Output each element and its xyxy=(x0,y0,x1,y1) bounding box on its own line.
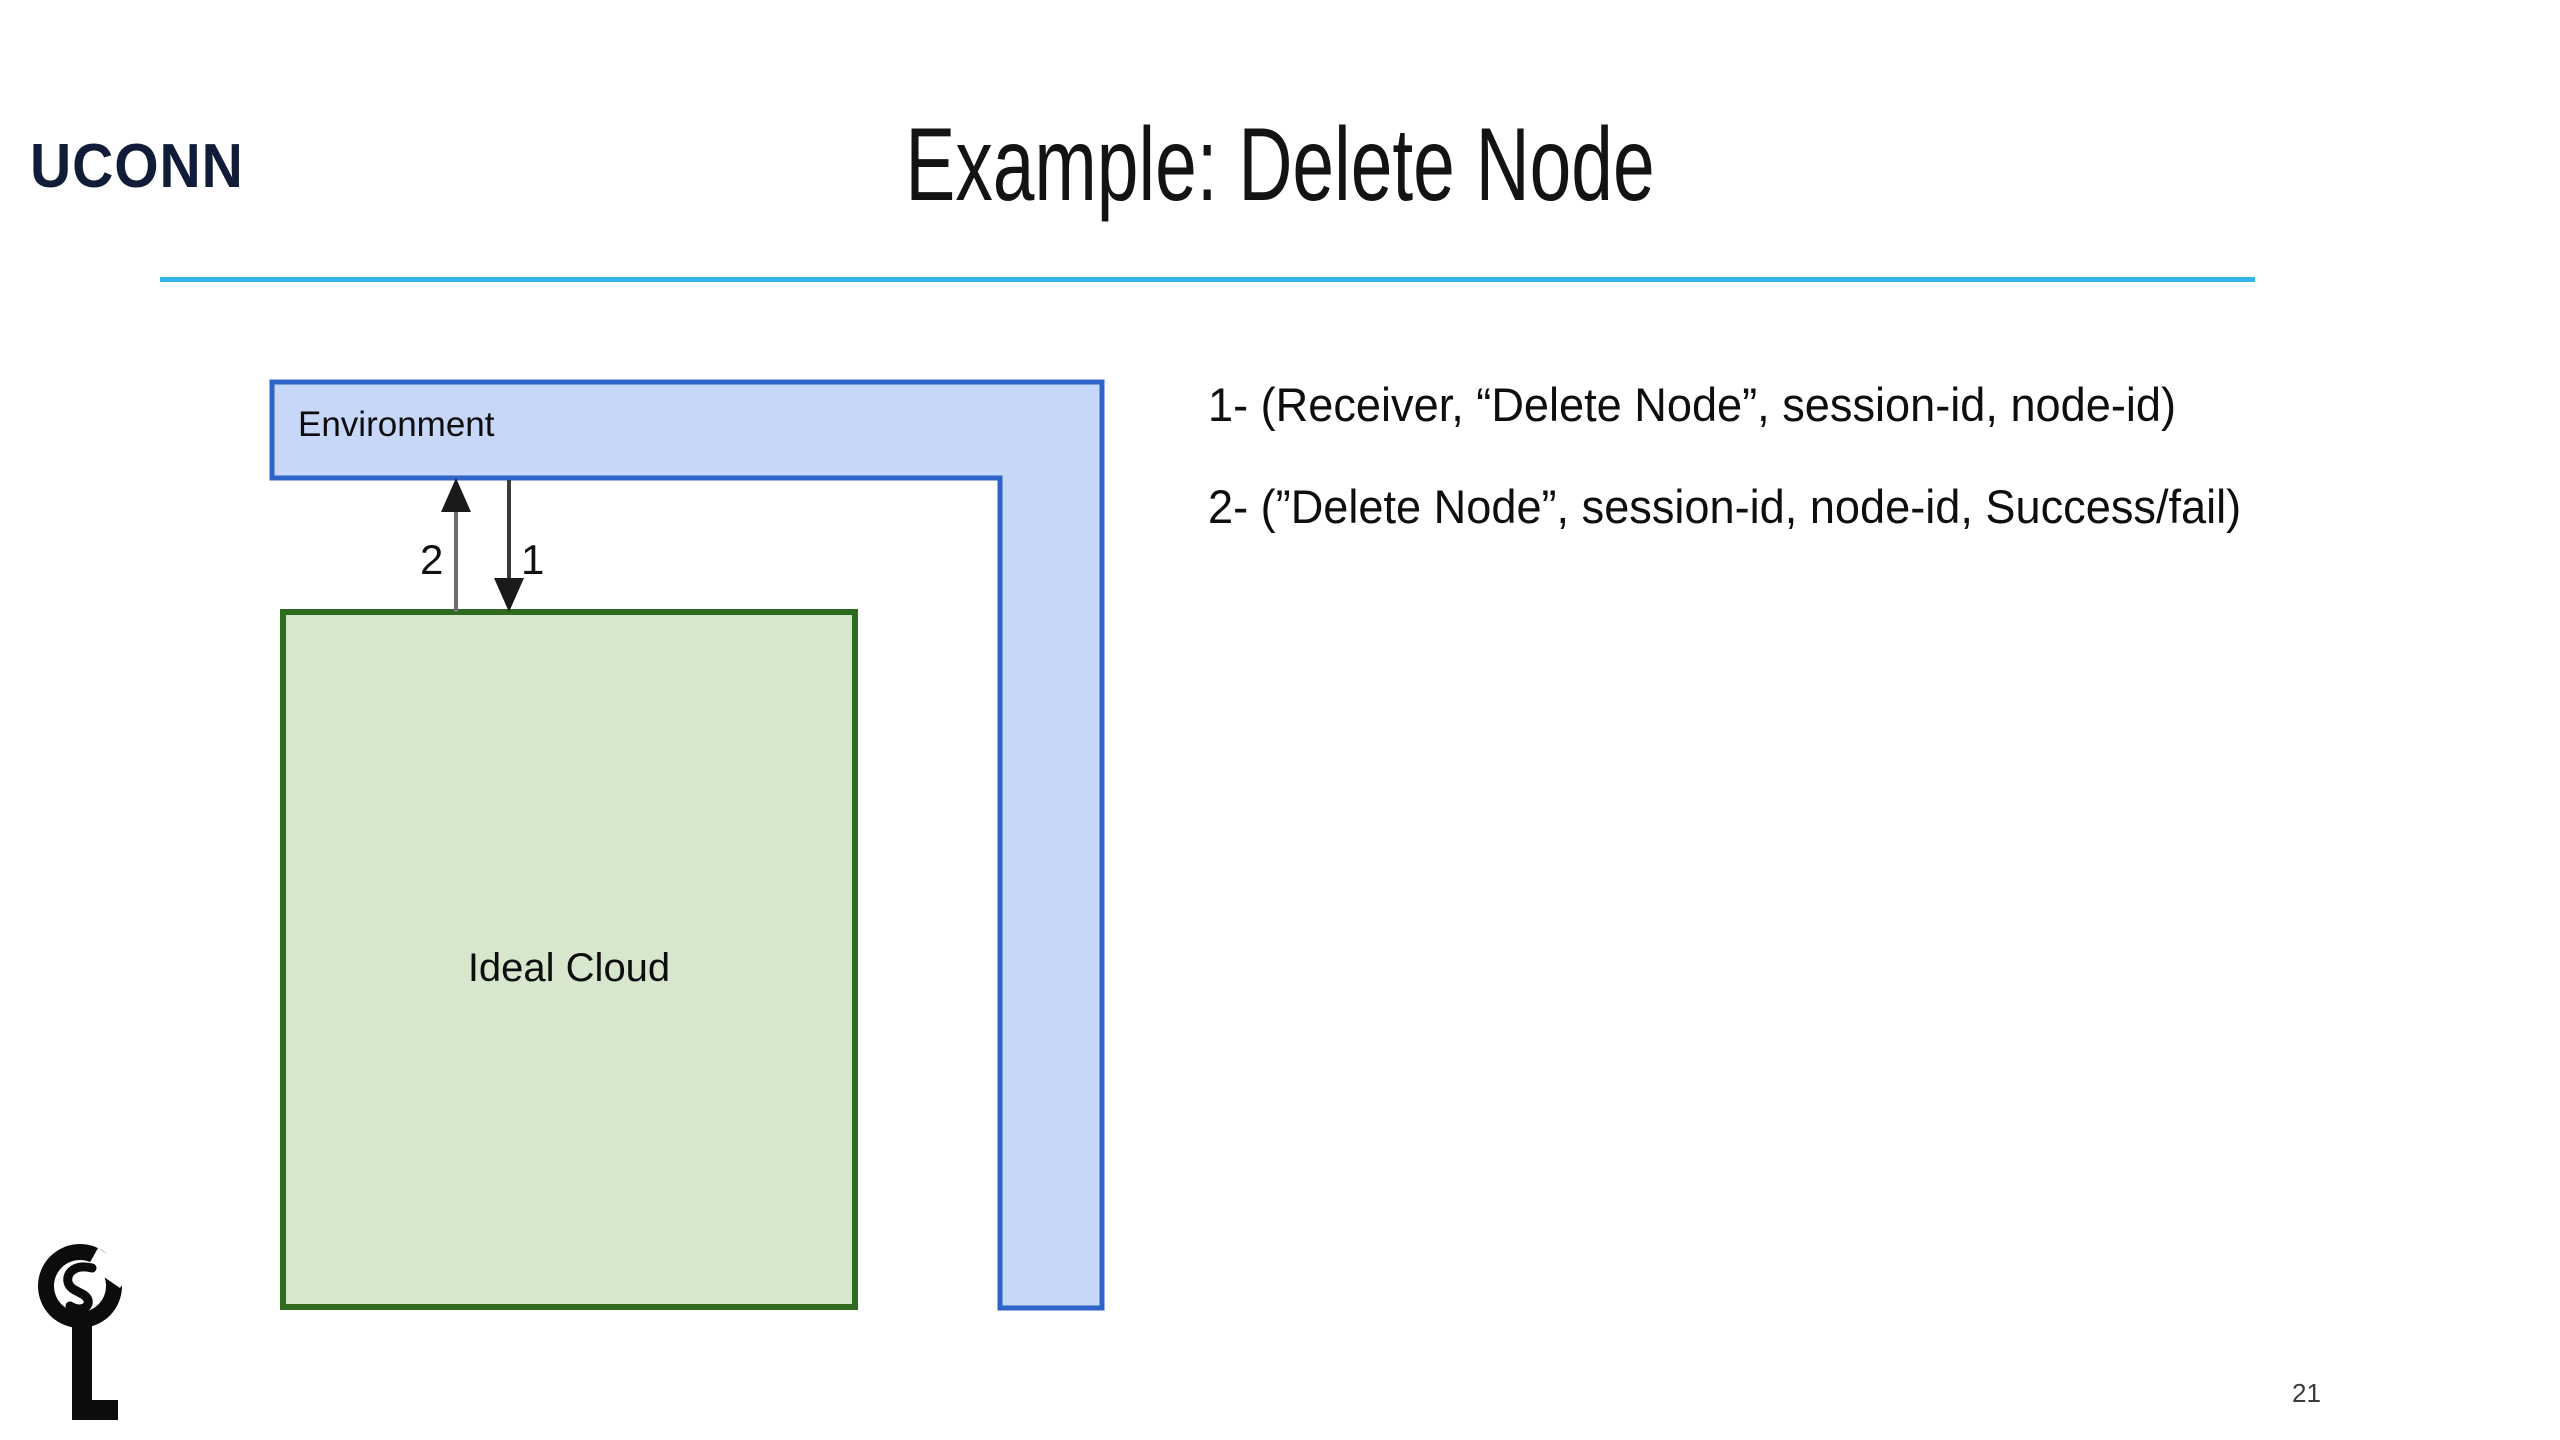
message-list: 1- (Receiver, “Delete Node”, session-id,… xyxy=(1208,378,2508,582)
message-line-1: 1- (Receiver, “Delete Node”, session-id,… xyxy=(1208,378,2176,431)
diagram-canvas xyxy=(269,379,1105,1311)
lab-key-logo xyxy=(28,1240,148,1435)
arrow-down-1 xyxy=(494,480,524,612)
key-icon xyxy=(38,1244,132,1420)
environment-label: Environment xyxy=(298,405,495,444)
arrow-up-2 xyxy=(441,478,471,612)
delete-node-diagram: Environment Ideal Cloud 2 1 xyxy=(0,0,1200,1440)
slide-number: 21 xyxy=(2292,1378,2321,1408)
arrow-label-1: 1 xyxy=(521,536,545,583)
environment-shape xyxy=(269,379,1105,1311)
message-line-2: 2- (”Delete Node”, session-id, node-id, … xyxy=(1208,480,2242,533)
title-divider xyxy=(160,277,2255,282)
ideal-cloud-label: Ideal Cloud xyxy=(467,946,671,990)
uconn-wordmark-logo: UCONN xyxy=(30,132,244,201)
page-title: Example: Delete Node xyxy=(905,107,1655,223)
ideal-cloud-box xyxy=(280,609,858,1310)
arrow-label-2: 2 xyxy=(420,536,444,583)
